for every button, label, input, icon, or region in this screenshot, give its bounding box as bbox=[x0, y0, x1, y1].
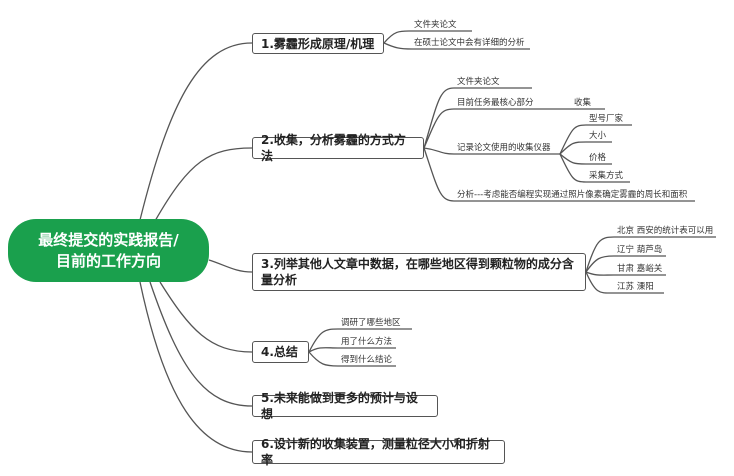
branch-2-child-1[interactable]: 文件夹论文 bbox=[457, 77, 500, 87]
connector-root-b5 bbox=[149, 281, 253, 407]
branch-2-core-child[interactable]: 收集 bbox=[574, 98, 592, 108]
branch-6[interactable]: 6.设计新的收集装置，测量粒径大小和折射率 bbox=[252, 437, 505, 467]
instrument-child-1[interactable]: 型号厂家 bbox=[589, 114, 624, 124]
connector-b1-c2 bbox=[383, 42, 413, 50]
branch-2-child-3[interactable]: 记录论文使用的收集仪器 bbox=[457, 143, 551, 153]
branch-2-child-2[interactable]: 目前任务最核心部分 bbox=[457, 98, 534, 108]
connector-b3-c2 bbox=[585, 255, 615, 273]
root-topic-line1: 最终提交的实践报告/ bbox=[38, 230, 179, 249]
connector-b4-c2 bbox=[308, 347, 339, 353]
connector-b1-c1 bbox=[383, 30, 413, 44]
connector-b3-c3 bbox=[585, 271, 615, 276]
branch-3[interactable]: 3.列举其他人文章中数据，在哪些地区得到颗粒物的成分含量分析 bbox=[252, 253, 586, 291]
connector-b2-c3 bbox=[423, 147, 455, 155]
connector-root-b3 bbox=[208, 259, 253, 273]
branch-4-label: 4.总结 bbox=[261, 345, 298, 359]
branch-4[interactable]: 4.总结 bbox=[252, 341, 309, 363]
branch-1[interactable]: 1.雾霾形成原理/机理 bbox=[252, 33, 384, 54]
connector-root-b4 bbox=[159, 281, 253, 353]
connector-root-b6 bbox=[139, 281, 253, 453]
instrument-child-2[interactable]: 大小 bbox=[589, 131, 607, 141]
connector-b2-c4 bbox=[423, 147, 455, 202]
branch-4-child-3[interactable]: 得到什么结论 bbox=[341, 355, 393, 365]
branch-6-label: 6.设计新的收集装置，测量粒径大小和折射率 bbox=[261, 437, 490, 467]
branch-3-label: 3.列举其他人文章中数据，在哪些地区得到颗粒物的成分含量分析 bbox=[261, 257, 574, 287]
connector-b3-c4 bbox=[585, 271, 615, 294]
branch-3-child-3[interactable]: 甘肃 嘉峪关 bbox=[617, 264, 663, 274]
branch-3-child-1[interactable]: 北京 西安的统计表可以用 bbox=[617, 226, 714, 236]
branch-5[interactable]: 5.未来能做到更多的预计与设想 bbox=[252, 391, 438, 421]
connector-root-b2 bbox=[154, 147, 253, 222]
connector-instr-2 bbox=[559, 141, 587, 155]
root-topic[interactable]: 最终提交的实践报告/ 目前的工作方向 bbox=[8, 219, 209, 282]
branch-1-child-1[interactable]: 文件夹论文 bbox=[414, 20, 457, 30]
branch-2[interactable]: 2.收集，分析雾霾的方式方法 bbox=[252, 133, 424, 163]
branch-1-label: 1.雾霾形成原理/机理 bbox=[261, 36, 375, 51]
connector-b4-c3 bbox=[308, 351, 339, 367]
connector-instr-3 bbox=[559, 153, 587, 165]
branch-2-label: 2.收集，分析雾霾的方式方法 bbox=[261, 133, 406, 163]
connector-b2-c1 bbox=[423, 87, 455, 149]
branch-4-child-1[interactable]: 调研了哪些地区 bbox=[341, 318, 401, 328]
branch-2-child-4[interactable]: 分析---考虑能否编程实现通过照片像素确定雾霾的周长和面积 bbox=[457, 190, 688, 200]
branch-1-child-2[interactable]: 在硕士论文中会有详细的分析 bbox=[414, 38, 525, 48]
instrument-child-4[interactable]: 采集方式 bbox=[589, 171, 624, 181]
connector-b2-c2 bbox=[423, 108, 455, 149]
branch-4-child-2[interactable]: 用了什么方法 bbox=[341, 337, 393, 347]
branch-3-child-2[interactable]: 辽宁 葫芦岛 bbox=[617, 245, 663, 255]
root-topic-line2: 目前的工作方向 bbox=[55, 251, 161, 270]
connector-b3-c1 bbox=[585, 236, 615, 273]
connector-root-b1 bbox=[139, 42, 253, 221]
connector-instr-1 bbox=[559, 124, 587, 155]
branch-3-child-4[interactable]: 江苏 溧阳 bbox=[617, 282, 654, 292]
connector-b4-c1 bbox=[308, 328, 339, 353]
connector-instr-4 bbox=[559, 153, 587, 183]
instrument-child-3[interactable]: 价格 bbox=[589, 153, 607, 163]
branch-5-label: 5.未来能做到更多的预计与设想 bbox=[261, 391, 418, 421]
